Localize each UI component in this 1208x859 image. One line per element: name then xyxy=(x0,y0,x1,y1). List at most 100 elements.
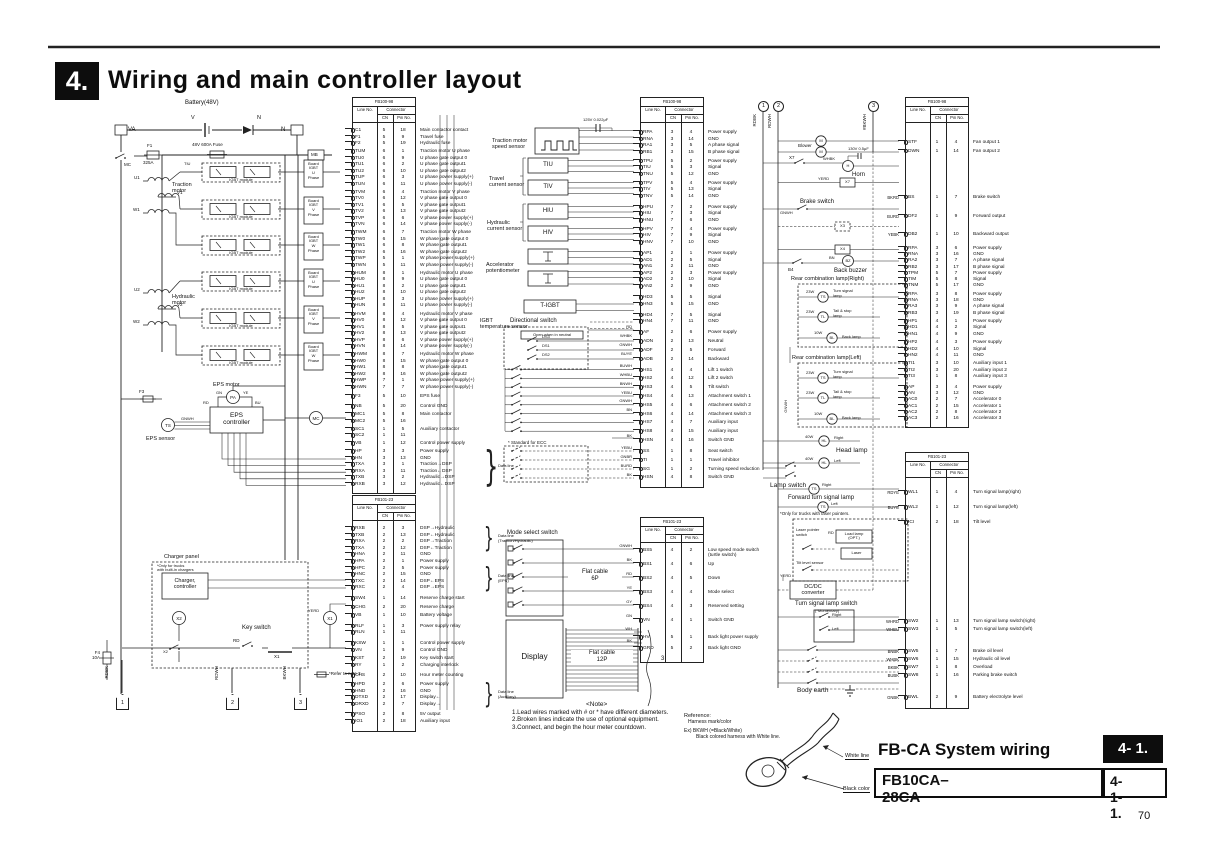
row-pin-circle xyxy=(350,236,356,242)
row-stub xyxy=(633,270,640,272)
row-pin-circle xyxy=(350,230,356,235)
wire xyxy=(174,421,210,430)
line-description: Control GND xyxy=(420,404,448,409)
col-connector: Connector xyxy=(386,107,406,112)
eps-ye: YE xyxy=(243,390,249,395)
row-stub xyxy=(633,466,640,468)
col-connector: Connector xyxy=(939,107,959,112)
rcl-right-label: Rear combination lamp(Right) xyxy=(791,276,865,282)
row-pin-circle xyxy=(903,619,909,624)
cn-number: 2 xyxy=(382,565,386,571)
line-description: Turn signal lamp switch(left) xyxy=(973,627,1033,632)
row-pin-circle xyxy=(903,520,909,525)
line-description: B phase signal xyxy=(973,310,1005,316)
row-pin-circle xyxy=(350,418,356,424)
va-terminal xyxy=(114,124,128,136)
mc-switch xyxy=(115,153,125,159)
cn-number: 1 xyxy=(382,630,386,636)
cn-number: 3 xyxy=(670,143,674,149)
row-stub xyxy=(345,641,352,642)
line-name: HU1 xyxy=(355,283,365,289)
row-pin-circle xyxy=(350,128,356,133)
line-description: U phase gate output1 xyxy=(420,283,466,289)
cn-number: 5 xyxy=(670,301,674,307)
mode-select-label: Mode select switch xyxy=(507,530,558,536)
row-stub xyxy=(633,394,640,395)
row-pin-circle xyxy=(350,358,356,364)
row-pin-circle xyxy=(350,215,356,221)
line-name: RPA xyxy=(643,130,653,135)
bl-right-wattage: 10W xyxy=(814,330,823,335)
pin-number: 1 xyxy=(689,635,693,640)
line-name: ADB xyxy=(643,356,653,362)
pin-number: 9 xyxy=(401,277,405,283)
ring-hole xyxy=(761,764,775,778)
key-switch-label: Key switch xyxy=(242,625,271,631)
row-pin-circle xyxy=(350,719,356,724)
row-stub xyxy=(898,298,905,300)
sw6-contacts xyxy=(807,656,817,662)
board-box xyxy=(303,342,324,371)
charger-controller-label: Charger, controller xyxy=(173,578,197,591)
col-connector: Connector xyxy=(939,462,959,467)
wire-color-bkbk: BKBK xyxy=(887,665,899,670)
row-pin-circle xyxy=(350,559,356,564)
row-pin-circle xyxy=(350,539,356,544)
cn-number: 2 xyxy=(935,416,939,421)
cap-plates xyxy=(595,124,601,132)
line-description: Key switch start xyxy=(420,656,454,662)
display-box xyxy=(505,619,564,699)
row-stub xyxy=(898,304,905,306)
line-description: Auxiliary input 1 xyxy=(973,361,1007,367)
row-stub xyxy=(633,385,640,387)
pin-number: 16 xyxy=(400,418,406,424)
blower-motor xyxy=(815,135,827,147)
row-stub xyxy=(633,402,640,404)
refer-note-3: *Refer to note 3 xyxy=(329,671,361,676)
line-description: Hydraulic motor V phase xyxy=(420,311,473,317)
terminal-v1: V1 xyxy=(177,190,183,195)
line-description: Backward output xyxy=(973,232,1009,238)
row-stub xyxy=(345,168,352,170)
line-description: Power supply xyxy=(708,158,737,164)
cn-number: 2 xyxy=(670,330,674,336)
row-stub xyxy=(345,181,352,183)
pin-number: 1 xyxy=(689,457,693,463)
pin-number: 8 xyxy=(954,409,958,415)
pin-number: 9 xyxy=(401,155,405,161)
line-name: SW8 xyxy=(908,673,919,678)
line-description: Auxiliary input xyxy=(708,429,738,435)
cn-number: 5 xyxy=(670,193,674,199)
row-stub xyxy=(345,578,352,580)
row-stub xyxy=(898,148,905,150)
ts-right-wattage: 23W xyxy=(806,289,815,294)
row-pin-circle xyxy=(903,391,909,396)
row-stub xyxy=(345,318,352,319)
cn-number: 3 xyxy=(935,298,939,304)
wire-color-rdye: RDYE xyxy=(887,490,899,495)
cn-number: 4 xyxy=(670,590,674,595)
pin-number: 14 xyxy=(400,596,406,601)
line-description: Forward output xyxy=(973,213,1006,219)
line-name: SC1 xyxy=(355,426,365,432)
cn-number: 4 xyxy=(935,325,939,331)
line-name: HP2 xyxy=(908,340,918,346)
row-pin-circle xyxy=(638,226,644,232)
line-name: HN xyxy=(355,455,362,461)
cn-number: 2 xyxy=(382,552,386,558)
wire xyxy=(215,241,256,249)
line-description: Auxiliary input xyxy=(708,420,738,426)
pin-number: 11 xyxy=(400,433,406,439)
line-description: GND xyxy=(973,391,984,397)
row-stub xyxy=(633,180,640,182)
body-earth-label: Body earth xyxy=(797,687,829,694)
pin-number: 13 xyxy=(400,455,406,461)
pin-number: 18 xyxy=(400,128,406,133)
lamp-switch-contacts xyxy=(794,465,796,467)
line-description: V phase gate output 0 xyxy=(420,318,467,323)
row-pin-circle xyxy=(638,158,644,164)
x7-coil-label: X7 xyxy=(845,178,850,184)
line-name: HW1 xyxy=(355,365,366,371)
line-name: ADF xyxy=(643,347,653,353)
line-description: Power supply xyxy=(973,246,1002,251)
